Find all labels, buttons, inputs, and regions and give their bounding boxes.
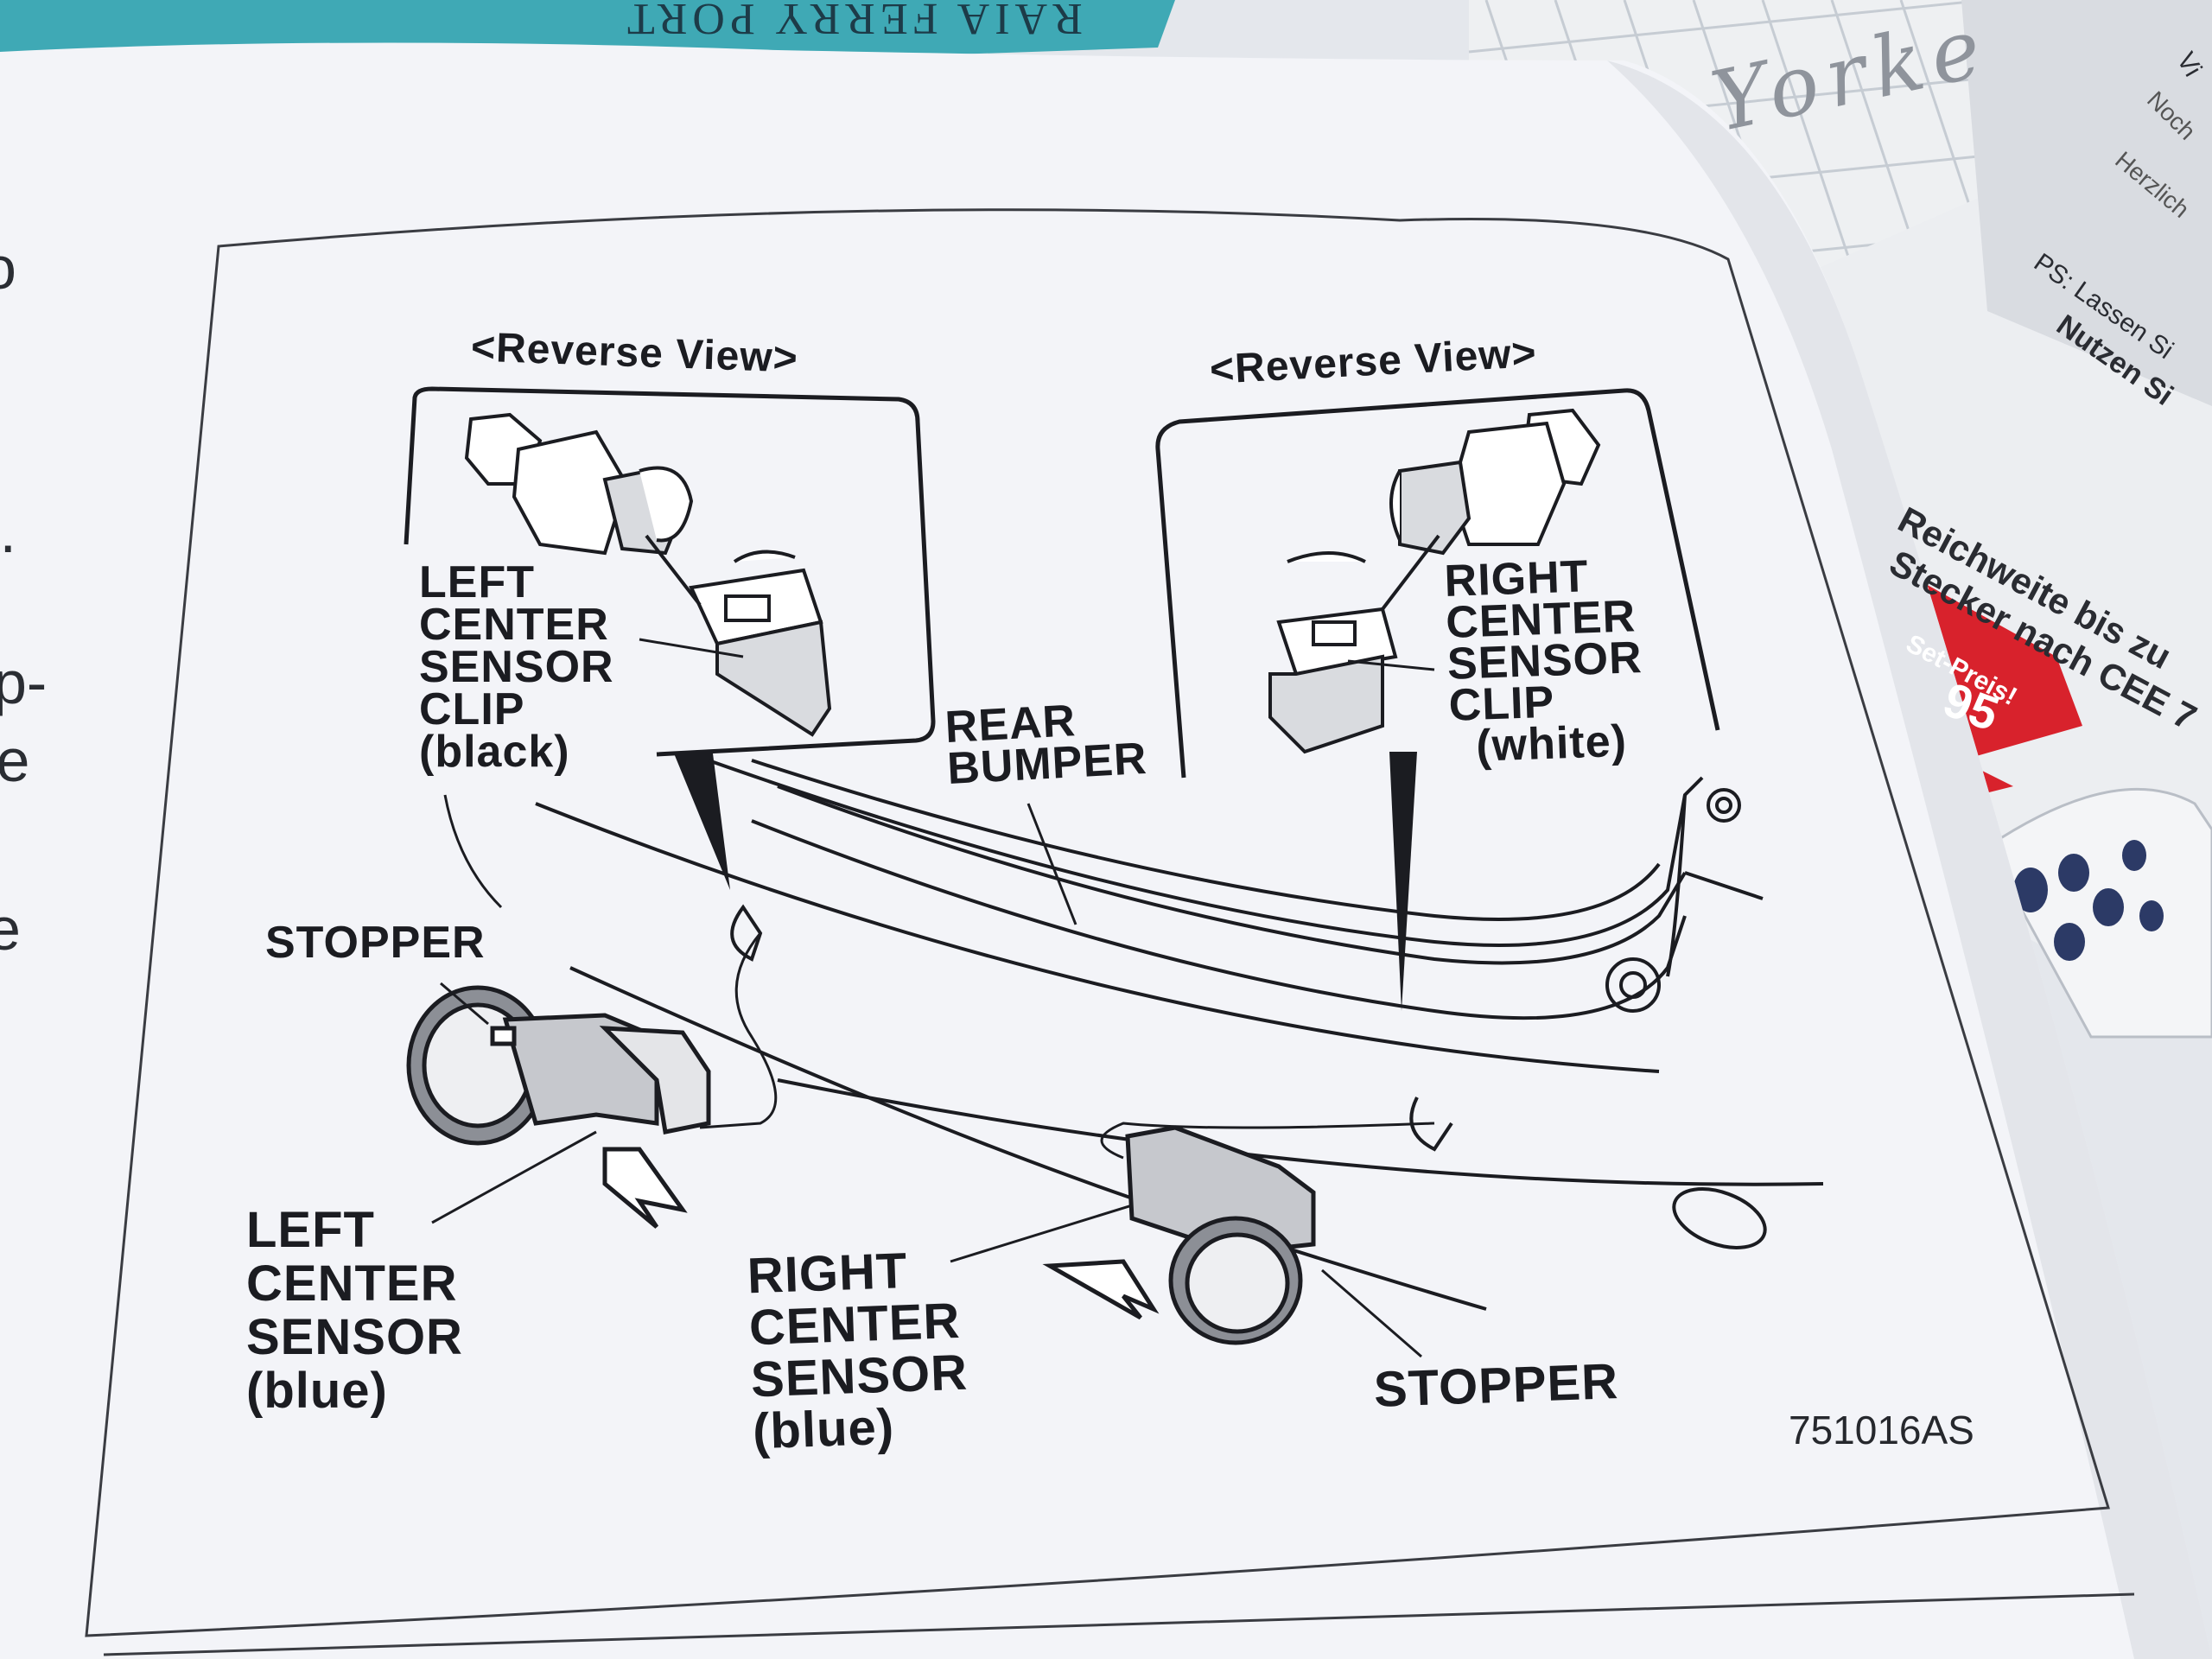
left-clip-line-3: SENSOR — [419, 642, 614, 692]
remote-buttons — [2013, 840, 2164, 961]
right-clip-line-5: (white) — [1475, 715, 1628, 772]
edge-fragment-3: p- — [0, 649, 48, 716]
right-clip-label: RIGHT CENTER SENSOR CLIP (white) — [1444, 551, 1646, 772]
left-sensor-line-4: (blue) — [246, 1363, 388, 1419]
figure-code: 751016AS — [1789, 1408, 1974, 1452]
left-sensor-drawing — [406, 985, 711, 1229]
page-curl-shade — [1607, 60, 2212, 1659]
right-sensor-line-4: (blue) — [752, 1398, 896, 1460]
right-sensor-line-3: SENSOR — [749, 1344, 969, 1408]
left-clip-line-5: (black) — [419, 727, 570, 777]
left-clip-line-4: CLIP — [419, 684, 525, 734]
left-pointer-wedge — [674, 753, 730, 890]
rear-bumper-drawing — [535, 759, 1824, 1311]
right-pointer-wedge — [1389, 752, 1417, 1011]
edge-fragment-4: ie — [0, 727, 30, 794]
right-stopper-label: STOPPER — [1372, 1353, 1620, 1418]
right-sensor-drawing — [1042, 1125, 1316, 1345]
book-cover-text: RAIA FERRY PORT — [622, 0, 1083, 43]
left-sensor-line-1: LEFT — [246, 1202, 375, 1258]
edge-fragment-1: o — [0, 238, 16, 298]
right-clip-drawing — [1268, 408, 1601, 754]
left-clip-line-1: LEFT — [419, 557, 535, 607]
right-inset-frame — [1155, 388, 1720, 779]
left-clip-label: LEFT CENTER SENSOR CLIP (black) — [419, 557, 614, 777]
rear-bumper-line-2: BUMPER — [945, 733, 1148, 794]
right-sensor-label: RIGHT CENTER SENSOR (blue) — [747, 1243, 970, 1459]
next-figure-edge — [103, 1592, 2135, 1656]
rear-bumper-label: REAR BUMPER — [944, 696, 1148, 794]
left-stopper-label: STOPPER — [265, 918, 486, 968]
edge-fragment-2: /. — [0, 498, 16, 565]
left-inset-frame — [404, 386, 936, 757]
left-sensor-label: LEFT CENTER SENSOR (blue) — [246, 1204, 463, 1418]
sensor-cables — [699, 932, 1435, 1160]
edge-fragment-5: e — [0, 895, 21, 963]
left-sensor-line-2: CENTER — [246, 1255, 458, 1312]
flyer-top-card — [1961, 0, 2212, 406]
left-sensor-line-3: SENSOR — [246, 1309, 463, 1365]
figure-frame — [85, 208, 2110, 1637]
left-clip-drawing — [464, 412, 832, 737]
leader-lines — [431, 638, 1435, 1358]
bumper-holes — [730, 788, 1767, 1249]
left-clip-line-2: CENTER — [419, 600, 609, 650]
